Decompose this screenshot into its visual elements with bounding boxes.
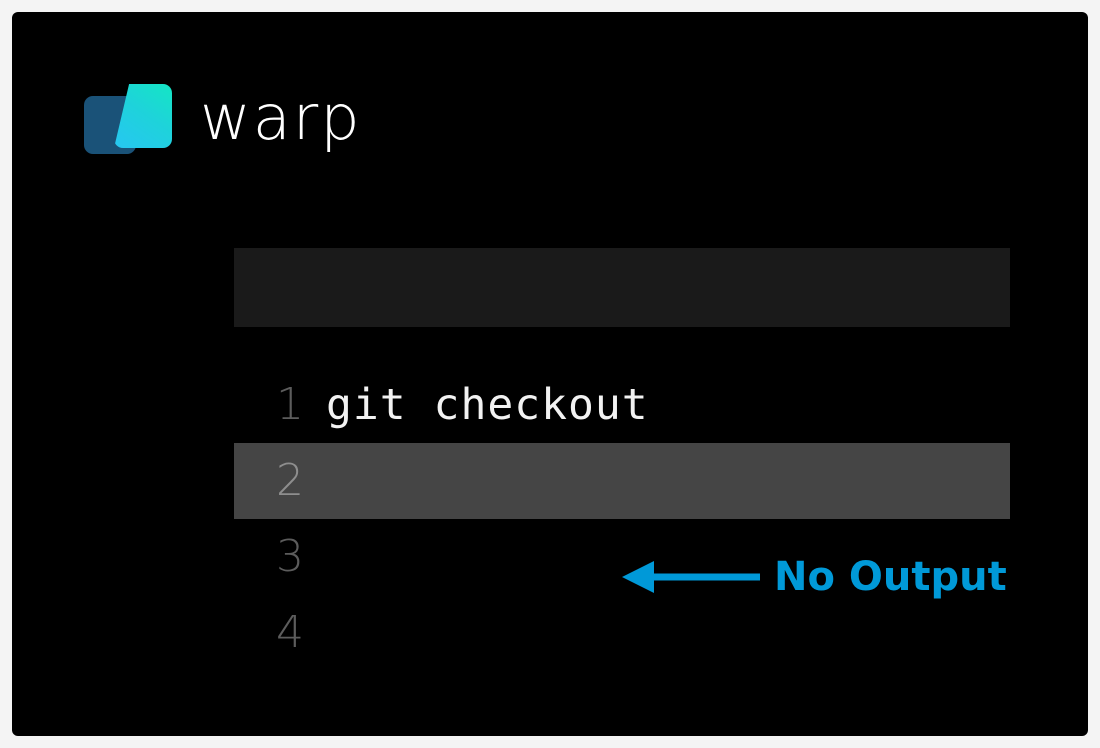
terminal-panel: warp 1 git checkout 2 3 4 <box>12 12 1088 736</box>
logo-front-shape <box>114 84 172 148</box>
line-number: 1 <box>276 379 304 430</box>
output-row[interactable]: 1 git checkout <box>234 367 1010 443</box>
line-text: git checkout <box>326 379 649 430</box>
warp-logo-icon <box>82 80 174 156</box>
output-row[interactable]: 4 <box>234 595 1010 671</box>
output-lines: 1 git checkout 2 3 4 <box>234 367 1010 671</box>
line-number: 2 <box>276 455 304 506</box>
line-number: 3 <box>276 531 304 582</box>
command-block-empty[interactable] <box>234 248 1010 327</box>
output-row-selected[interactable]: 2 <box>234 443 1010 519</box>
warp-wordmark: warp <box>200 81 362 154</box>
output-row[interactable]: 3 <box>234 519 1010 595</box>
line-number: 4 <box>276 607 304 658</box>
arrow-left-icon <box>622 561 760 593</box>
warp-brand: warp <box>82 80 362 156</box>
no-output-annotation: No Output <box>620 557 1007 597</box>
annotation-label: No Output <box>774 554 1007 600</box>
